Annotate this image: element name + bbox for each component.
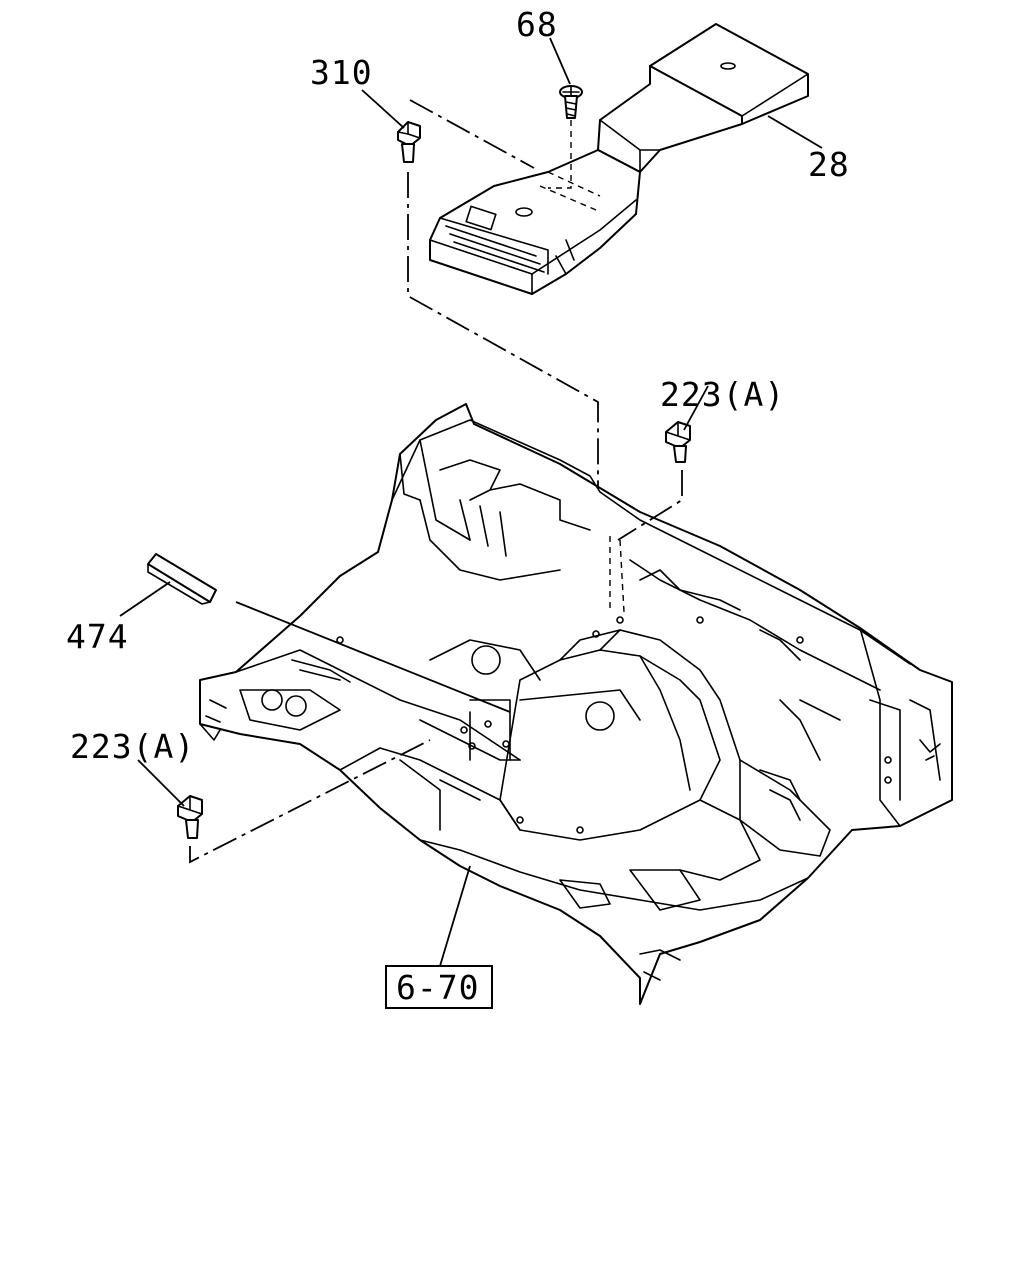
clip-310[interactable] bbox=[397, 121, 421, 163]
screw-68[interactable] bbox=[559, 85, 583, 119]
reference-box-6-70[interactable]: 6-70 bbox=[385, 965, 493, 1009]
leader-223-lower bbox=[137, 759, 185, 807]
clip-223-upper[interactable] bbox=[665, 421, 691, 463]
callout-223-upper: 223(A) bbox=[660, 375, 785, 414]
clip-223-lower[interactable] bbox=[177, 795, 203, 839]
leader-474 bbox=[119, 581, 171, 617]
callout-68: 68 bbox=[516, 5, 558, 44]
sealer-strip-474[interactable] bbox=[147, 553, 217, 605]
callout-6-70: 6-70 bbox=[396, 968, 479, 1007]
leader-310 bbox=[361, 89, 405, 129]
callout-474: 474 bbox=[66, 617, 129, 656]
leader-6-70 bbox=[439, 865, 471, 967]
leader-68 bbox=[549, 37, 571, 85]
callout-223-lower: 223(A) bbox=[70, 727, 195, 766]
leader-223-upper bbox=[683, 385, 709, 431]
callout-28: 28 bbox=[808, 145, 850, 184]
callout-310: 310 bbox=[310, 53, 373, 92]
leader-28 bbox=[767, 115, 823, 149]
rear-heater-duct[interactable] bbox=[429, 23, 809, 295]
floor-panel[interactable] bbox=[199, 403, 953, 1005]
